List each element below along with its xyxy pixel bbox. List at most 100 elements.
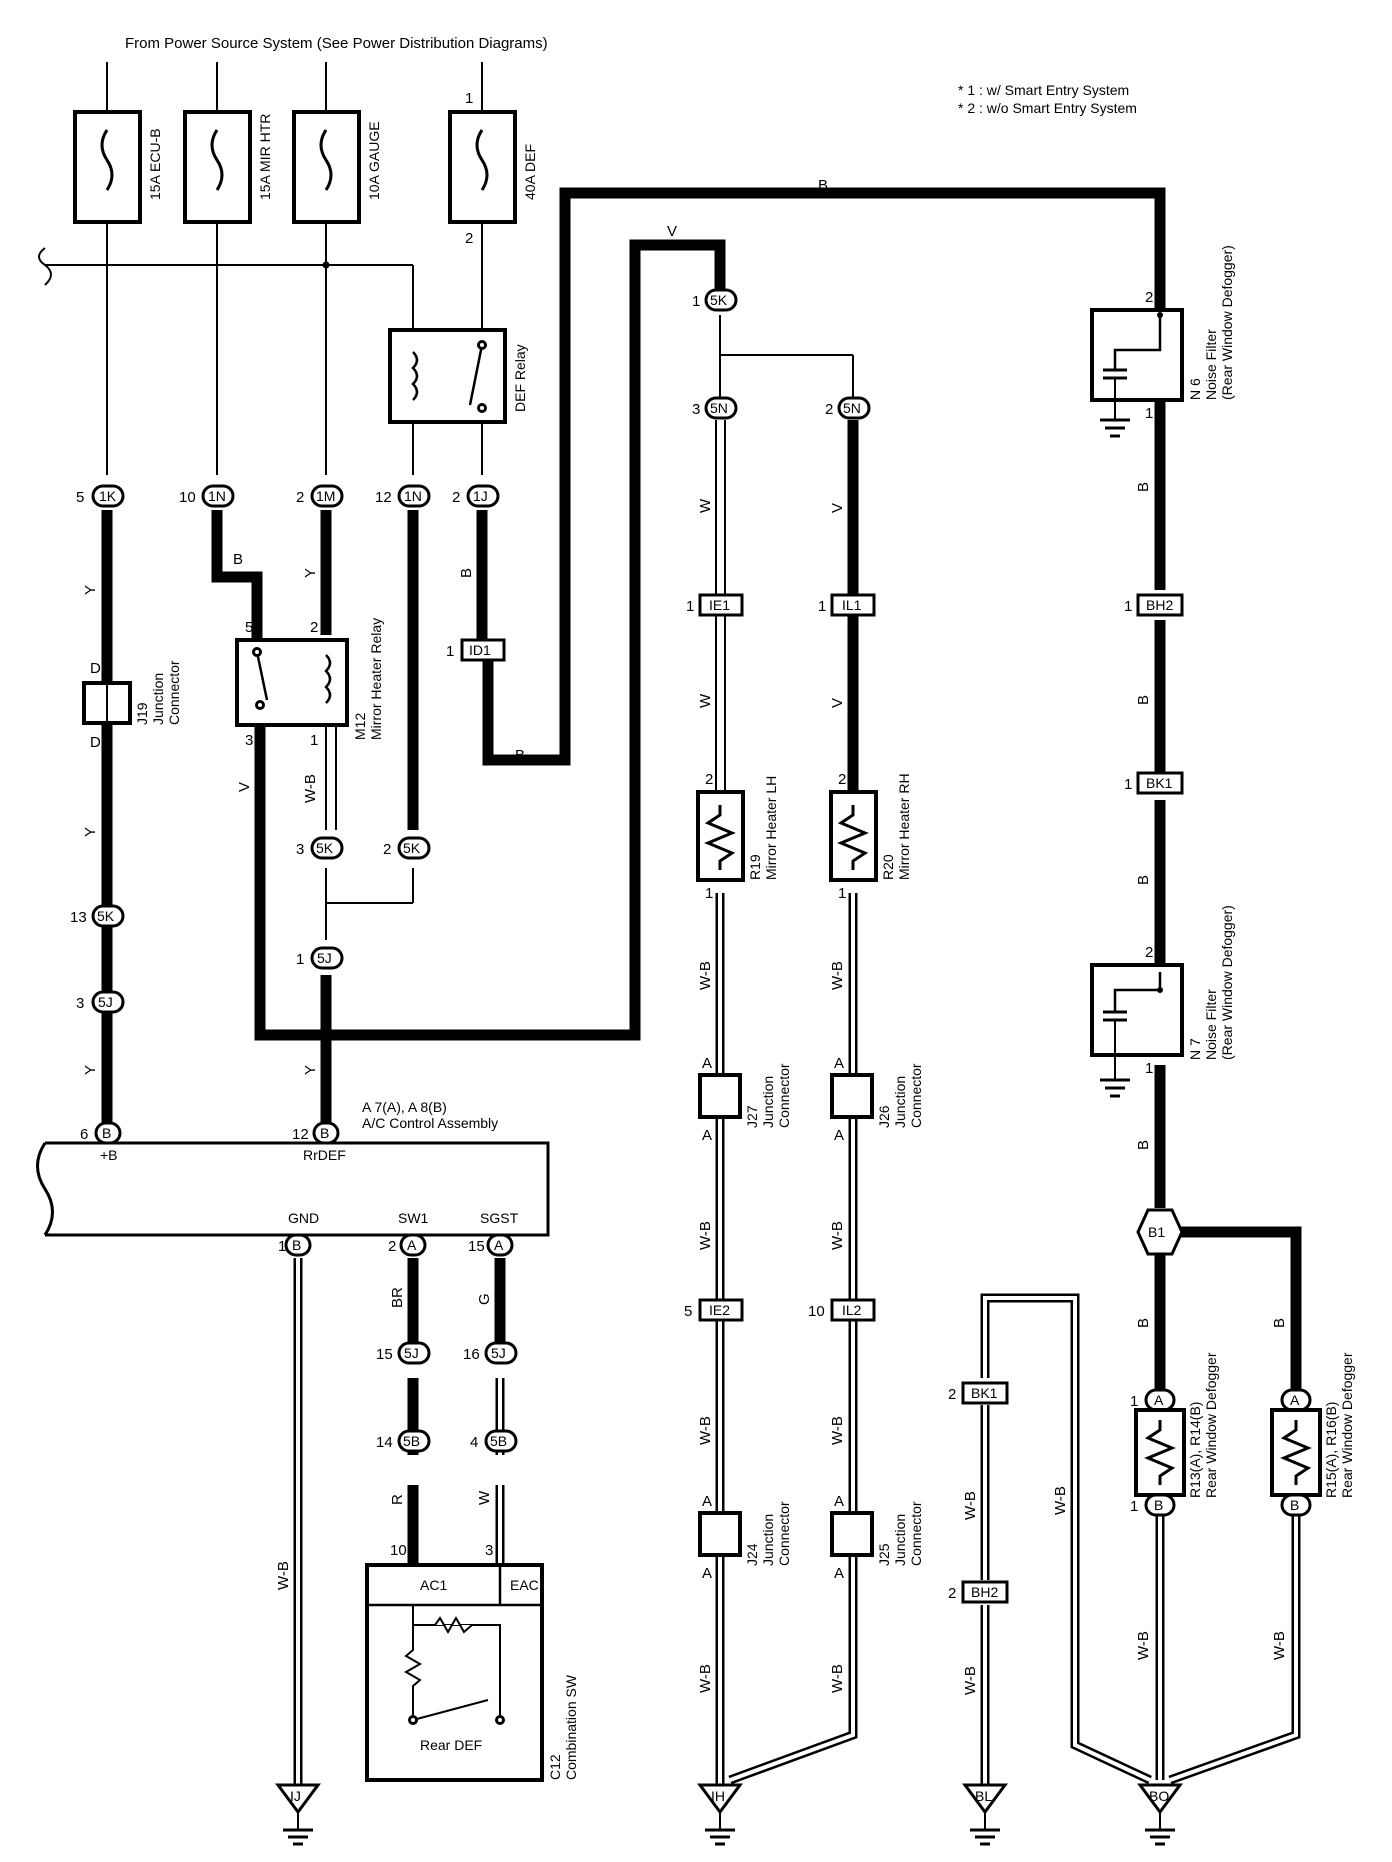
svg-text:5J: 5J	[317, 950, 332, 966]
svg-text:A: A	[702, 1493, 712, 1510]
svg-text:5J: 5J	[404, 1345, 419, 1361]
svg-text:BK1: BK1	[971, 1385, 998, 1401]
ground-bl: BL	[962, 1783, 1008, 1846]
conn-BK1-1: BK1 1	[1124, 771, 1184, 795]
fuse-ecub: 15A ECU-B	[73, 110, 163, 224]
svg-text:Noise Filter: Noise Filter	[1203, 989, 1219, 1060]
svg-text:W: W	[476, 1490, 493, 1505]
svg-text:12: 12	[375, 489, 392, 506]
svg-text:W-B: W-B	[697, 1416, 714, 1445]
svg-text:5N: 5N	[843, 400, 861, 416]
svg-text:Connector: Connector	[166, 660, 182, 725]
svg-text:1J: 1J	[473, 488, 488, 504]
svg-text:5N: 5N	[710, 400, 728, 416]
svg-text:Y: Y	[302, 568, 319, 578]
svg-text:2: 2	[948, 1585, 956, 1602]
svg-text:1: 1	[838, 885, 846, 902]
svg-text:A: A	[407, 1237, 417, 1253]
svg-text:Mirror Heater RH: Mirror Heater RH	[896, 773, 912, 880]
fuse-gauge-label: 10A GAUGE	[366, 121, 382, 200]
conn-5K-3: 5K3	[296, 836, 344, 860]
svg-text:IL1: IL1	[842, 597, 862, 613]
svg-text:W-B: W-B	[1135, 1631, 1152, 1660]
svg-text:2: 2	[388, 1238, 396, 1255]
svg-text:1: 1	[1130, 1393, 1138, 1410]
svg-text:Rear Window Defogger: Rear Window Defogger	[1203, 1352, 1219, 1498]
svg-text:AC1: AC1	[420, 1577, 447, 1593]
mirror-heater-relay: 5 2 3 1 M12 Mirror Heater Relay	[235, 618, 384, 749]
def-relay-label: DEF Relay	[512, 344, 528, 412]
svg-text:2: 2	[465, 230, 473, 247]
svg-text:A: A	[834, 1565, 844, 1582]
svg-text:ID1: ID1	[469, 642, 491, 658]
svg-text:BK1: BK1	[1146, 775, 1173, 791]
svg-text:A: A	[834, 1055, 844, 1072]
svg-text:B: B	[233, 551, 243, 568]
svg-text:2: 2	[825, 401, 833, 418]
fuse-mirhtr: 15A MIR HTR	[183, 110, 273, 224]
svg-text:1: 1	[692, 293, 700, 310]
svg-text:Mirror Heater LH: Mirror Heater LH	[763, 776, 779, 880]
conn-5N-3: 5N3	[692, 396, 738, 420]
svg-text:C12: C12	[547, 1754, 563, 1780]
svg-text:BO: BO	[1149, 1788, 1169, 1804]
svg-text:5: 5	[245, 619, 253, 636]
svg-text:6: 6	[80, 1126, 88, 1143]
svg-text:Connector: Connector	[776, 1501, 792, 1566]
mirror-heater-lh: 2 1 R19 Mirror Heater LH	[696, 771, 779, 902]
junction-j27: A A J27 Junction Connector	[698, 1055, 792, 1144]
svg-text:15: 15	[376, 1346, 393, 1363]
svg-text:2: 2	[452, 489, 460, 506]
svg-text:1: 1	[1124, 598, 1132, 615]
svg-text:V: V	[667, 223, 677, 240]
svg-text:14: 14	[376, 1434, 393, 1451]
junction-j25: A A J25 Junction Connector	[830, 1493, 924, 1582]
wire-color-labels: B V B B Y Y B Y Y Y V W-B W V W V B B B …	[82, 177, 1288, 1695]
conn-B1: B1	[1136, 1208, 1184, 1256]
svg-text:W-B: W-B	[829, 1221, 846, 1250]
svg-text:5K: 5K	[710, 292, 728, 308]
svg-text:N 6: N 6	[1187, 378, 1203, 400]
conn-1M: 1M2	[296, 484, 344, 508]
svg-text:R15(A), R16(B): R15(A), R16(B)	[1323, 1402, 1339, 1498]
rear-defogger-r15: A B R15(A), R16(B) Rear Window Defogger	[1270, 1352, 1355, 1517]
ground-ih: IH	[697, 1783, 743, 1846]
fuse-ecub-label: 15A ECU-B	[147, 128, 163, 200]
svg-text:W: W	[697, 498, 714, 513]
def-relay: DEF Relay	[388, 328, 528, 424]
svg-text:B: B	[1135, 1318, 1152, 1328]
svg-text:W-B: W-B	[302, 774, 319, 803]
svg-text:BH2: BH2	[1146, 597, 1173, 613]
svg-text:Noise Filter: Noise Filter	[1203, 329, 1219, 400]
svg-text:Y: Y	[82, 1065, 99, 1075]
svg-text:4: 4	[470, 1434, 478, 1451]
svg-text:12: 12	[292, 1126, 309, 1143]
svg-text:BL: BL	[975, 1788, 992, 1804]
svg-text:(Rear Window Defogger): (Rear Window Defogger)	[1219, 905, 1235, 1060]
svg-text:Rear Window Defogger: Rear Window Defogger	[1339, 1352, 1355, 1498]
svg-text:D: D	[90, 734, 101, 751]
svg-text:1M: 1M	[316, 488, 335, 504]
svg-text:15: 15	[468, 1238, 485, 1255]
svg-text:3: 3	[76, 995, 84, 1012]
svg-text:W-B: W-B	[829, 961, 846, 990]
svg-text:1: 1	[1124, 776, 1132, 793]
svg-text:3: 3	[485, 1542, 493, 1559]
fuse-def-label: 40A DEF	[522, 144, 538, 200]
svg-text:5K: 5K	[316, 840, 334, 856]
svg-text:A: A	[834, 1493, 844, 1510]
svg-text:W-B: W-B	[697, 1221, 714, 1250]
svg-text:Junction: Junction	[892, 1514, 908, 1566]
fuse-def: 40A DEF 1 2	[448, 90, 538, 247]
svg-text:2: 2	[948, 1386, 956, 1403]
svg-text:1: 1	[446, 643, 454, 660]
